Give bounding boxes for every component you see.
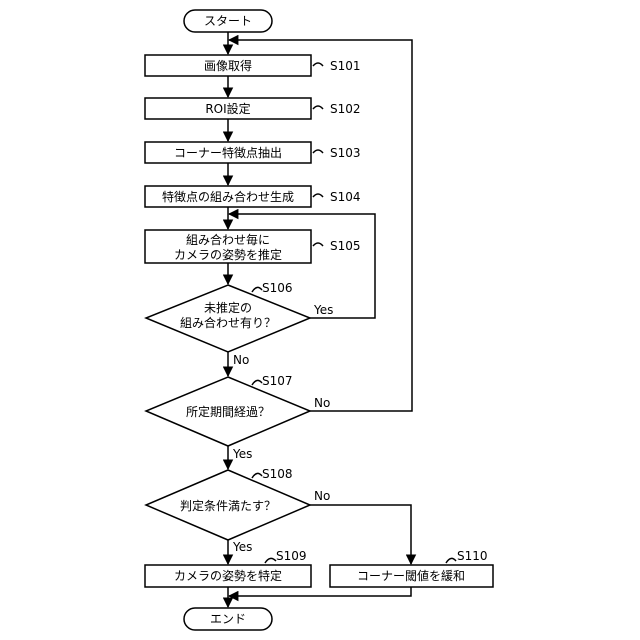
decision-s106-id: S106 [262,281,293,295]
step-s105-text-line2: カメラの姿勢を推定 [174,247,282,262]
end-terminal: エンド [184,608,272,630]
step-s103: コーナー特徴点抽出 S103 [145,142,361,163]
decision-s108-text: 判定条件満たす？ [180,498,276,513]
decision-s106-leader [252,287,262,292]
step-s110-text: コーナー閾値を緩和 [357,568,465,583]
decision-s108: 判定条件満たす？ S108 No Yes [146,467,330,554]
step-s102-id: S102 [330,102,361,116]
decision-s108-id: S108 [262,467,293,481]
end-label: エンド [210,612,246,626]
decision-s108-no-label: No [314,489,330,503]
step-s110-id: S110 [457,549,488,563]
step-s105-leader [313,243,323,246]
step-s102-leader [313,106,323,109]
decision-s108-leader [252,473,262,478]
step-s109-id: S109 [276,549,307,563]
step-s104-leader [313,194,323,197]
step-s101-text: 画像取得 [204,58,252,73]
arrow-s110-to-merge [229,587,411,596]
step-s105: 組み合わせ毎に カメラの姿勢を推定 S105 [145,230,361,263]
decision-s106-no-label: No [233,353,249,367]
decision-s106: 未推定の 組み合わせ有り？ S106 Yes No [146,281,333,367]
step-s105-text-line1: 組み合わせ毎に [186,232,270,247]
step-s102-text: ROI設定 [205,101,250,116]
step-s110-leader [446,558,456,563]
step-s101-leader [313,63,323,66]
step-s105-id: S105 [330,239,361,253]
decision-s106-yes-label: Yes [313,303,333,317]
decision-s107-no-label: No [314,396,330,410]
step-s102: ROI設定 S102 [145,98,361,119]
step-s104-text: 特徴点の組み合わせ生成 [162,189,294,204]
decision-s107-yes-label: Yes [232,447,252,461]
arrow-s108-no-to-s110 [310,505,411,564]
decision-s107-leader [252,380,262,385]
decision-s106-text-line1: 未推定の [204,300,252,315]
decision-s107-id: S107 [262,374,293,388]
start-terminal: スタート [184,10,272,32]
decision-s107: 所定期間経過？ S107 No Yes [146,374,330,461]
step-s103-id: S103 [330,146,361,160]
step-s104-id: S104 [330,190,361,204]
step-s104: 特徴点の組み合わせ生成 S104 [145,186,361,207]
decision-s107-text: 所定期間経過？ [186,404,270,419]
arrow-s107-no-loop [229,40,412,411]
step-s101-id: S101 [330,59,361,73]
step-s101: 画像取得 S101 [145,55,361,76]
step-s109-text: カメラの姿勢を特定 [174,568,282,583]
step-s103-leader [313,150,323,153]
decision-s108-yes-label: Yes [232,540,252,554]
decision-s106-text-line2: 組み合わせ有り？ [180,315,276,330]
start-label: スタート [204,14,252,28]
step-s103-text: コーナー特徴点抽出 [174,145,282,160]
step-s109-leader [265,558,276,563]
